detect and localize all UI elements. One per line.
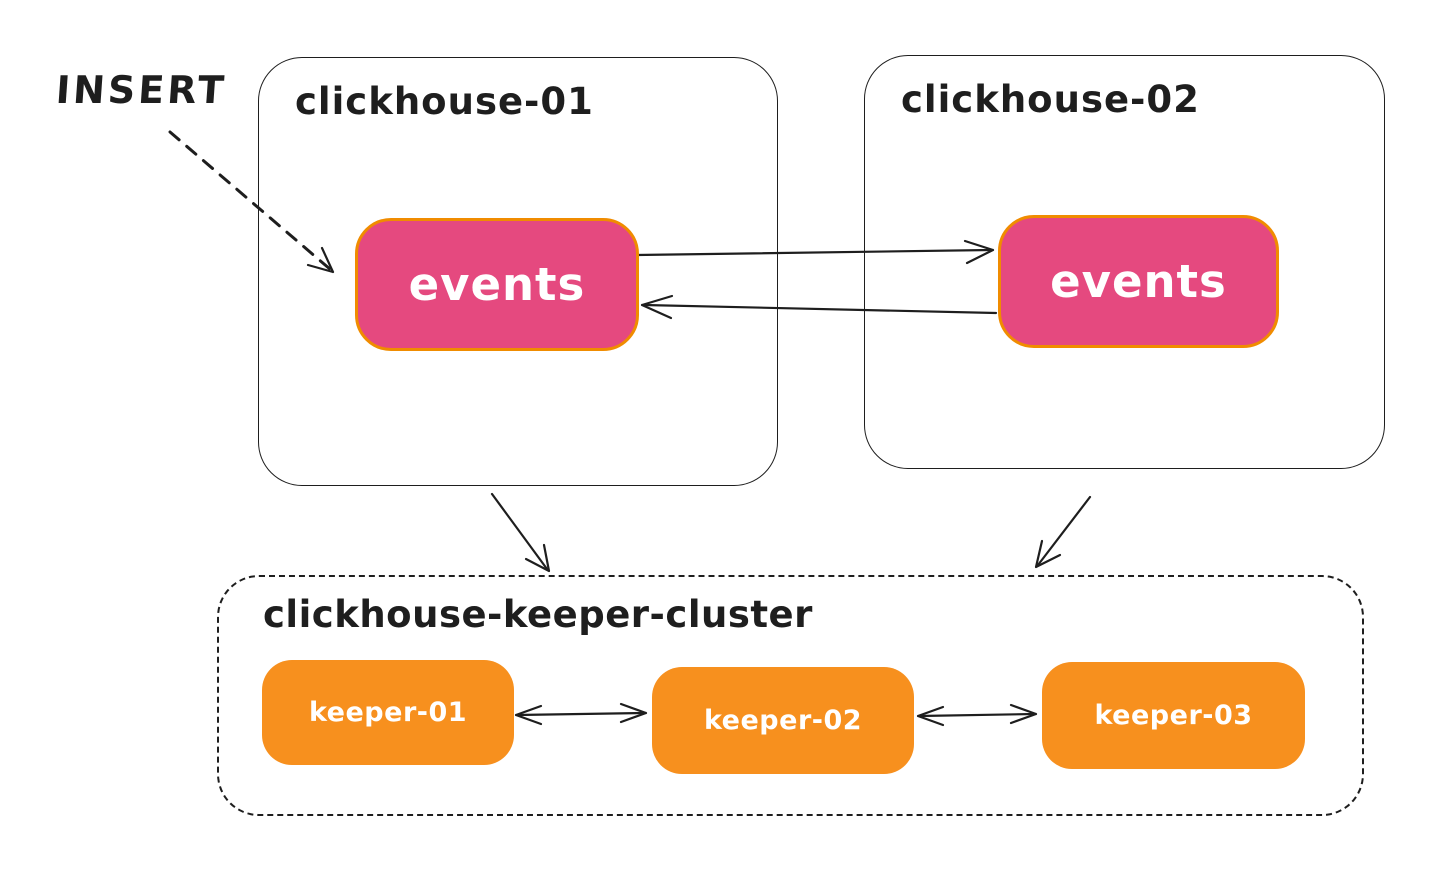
keeper-01-label: keeper-01 (308, 697, 468, 728)
node-clickhouse-01: clickhouse-01 (258, 57, 778, 486)
events-table-clickhouse-01: events (355, 218, 639, 351)
node-keeper-02: keeper-02 (652, 667, 914, 774)
keeper-02-label: keeper-02 (703, 705, 863, 736)
insert-label: INSERT (54, 68, 229, 112)
events-table-label: events (1050, 255, 1227, 308)
clickhouse-01-to-keeper-arrow (490, 492, 551, 573)
clickhouse-01-title: clickhouse-01 (295, 80, 594, 123)
node-keeper-03: keeper-03 (1042, 662, 1305, 769)
clickhouse-02-title: clickhouse-02 (901, 78, 1200, 121)
events-table-clickhouse-02: events (998, 215, 1279, 348)
keeper-cluster: clickhouse-keeper-cluster keeper-01 keep… (217, 575, 1364, 816)
clickhouse-02-to-keeper-arrow (1034, 495, 1092, 569)
node-keeper-01: keeper-01 (262, 660, 514, 765)
events-table-label: events (408, 258, 586, 311)
keeper-03-label: keeper-03 (1094, 700, 1253, 731)
node-clickhouse-02: clickhouse-02 (864, 55, 1385, 469)
keeper-cluster-title: clickhouse-keeper-cluster (263, 593, 813, 636)
